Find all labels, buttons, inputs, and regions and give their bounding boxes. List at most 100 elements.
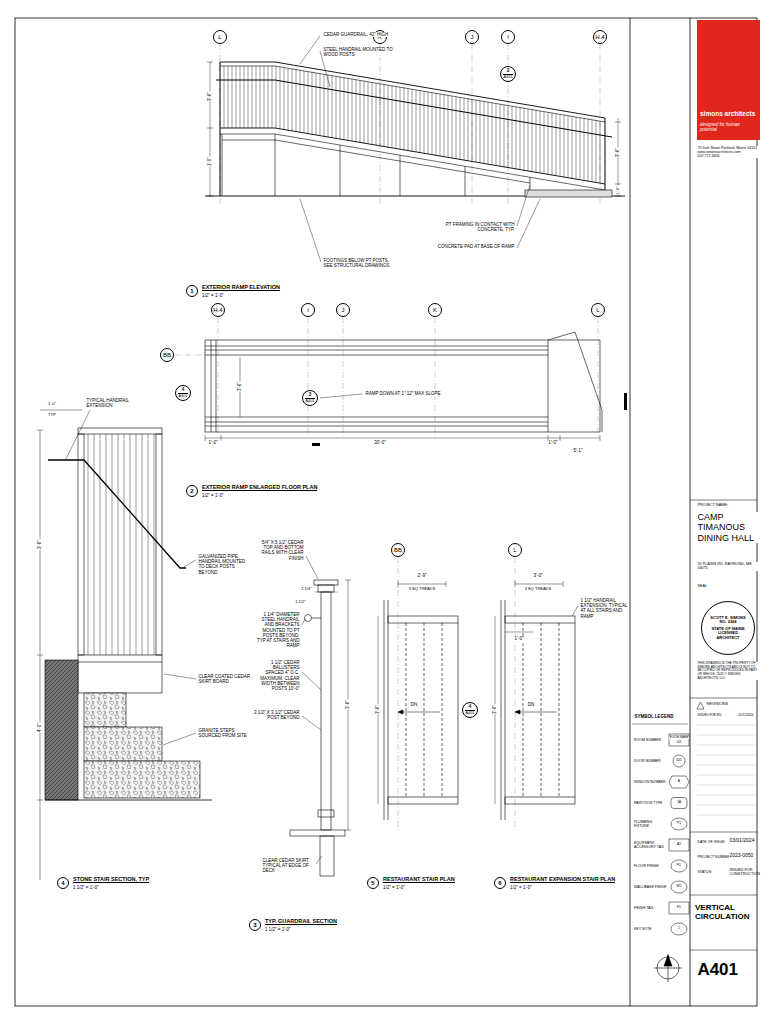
grid-bubble: J bbox=[465, 30, 479, 44]
detail-title-bubble: 3TYP. GUARDRAIL SECTION1 1/2" = 1'-0" bbox=[249, 919, 261, 931]
drawing-note: 1'-0" bbox=[548, 440, 558, 445]
sheet-frame bbox=[690, 18, 691, 1006]
revision-lines bbox=[697, 815, 755, 816]
restaurant-stair-plan bbox=[442, 623, 443, 797]
picket bbox=[244, 66, 245, 128]
picket bbox=[416, 90, 417, 152]
grid-bubble: L bbox=[508, 543, 522, 557]
title-block-text: STATUS: bbox=[697, 870, 712, 874]
drawing-note: 1'-0" bbox=[48, 402, 57, 407]
ramp-elevation bbox=[275, 134, 276, 196]
grid-lines bbox=[515, 557, 516, 830]
drawing-note: 3'-6" bbox=[237, 382, 242, 392]
revision-lines bbox=[697, 795, 755, 796]
picket bbox=[560, 114, 561, 176]
grid-lines bbox=[174, 355, 205, 356]
restaurant-expansion-stair-plan bbox=[505, 797, 575, 804]
ramp-elevation bbox=[205, 62, 625, 197]
picket bbox=[256, 66, 257, 128]
guardrail-section bbox=[345, 580, 351, 581]
legend-tag-text: F1 bbox=[677, 906, 682, 910]
seal-text: SCOTT E. SIMONS NO. 2264 bbox=[708, 616, 748, 625]
ramp-plan bbox=[211, 340, 212, 432]
restaurant-stair-plan bbox=[406, 623, 442, 797]
marker-sheet: A401 bbox=[305, 398, 316, 403]
picket bbox=[564, 115, 565, 177]
ramp-plan bbox=[548, 340, 549, 432]
ramp-elevation bbox=[220, 62, 221, 196]
title-block-text: A401 bbox=[697, 960, 738, 980]
marker-sheet: A401 bbox=[178, 393, 189, 398]
grid-lines bbox=[598, 317, 599, 436]
drawing-note: 1 1/4" DIAMETER STEEL HANDRAIL AND BRACK… bbox=[253, 612, 300, 648]
ramp-elevation bbox=[530, 177, 531, 190]
stone-stair-section bbox=[78, 434, 84, 655]
picket bbox=[420, 91, 421, 153]
revision-lines bbox=[697, 745, 755, 746]
picket bbox=[516, 107, 517, 169]
drawing-note: 3'-6" bbox=[37, 540, 42, 550]
marker-sheet: A401 bbox=[465, 710, 476, 715]
drawing-note: 2'-9" bbox=[417, 573, 427, 578]
ramp-plan bbox=[205, 355, 548, 356]
drawing-note: DN bbox=[527, 702, 534, 707]
restaurant-expansion-stair-plan bbox=[541, 623, 542, 797]
drawing-note: 3 1/2" X 3 1/2" CEDAR POST BEYOND bbox=[253, 710, 300, 720]
leader-lines bbox=[572, 606, 578, 616]
baluster bbox=[88, 434, 89, 655]
title-block-text: 01/12/2024 bbox=[738, 714, 754, 717]
leader-lines bbox=[517, 199, 540, 248]
stone-stair-section bbox=[45, 660, 78, 800]
drawing-note: TYPICAL HANDRAIL EXTENSION bbox=[86, 398, 137, 408]
detail-scale: 1/2" = 1'-0" bbox=[383, 886, 405, 891]
picket bbox=[584, 118, 585, 180]
guardrail-section bbox=[312, 618, 322, 619]
restaurant-expansion-stair-plan bbox=[515, 581, 516, 587]
drawing-note: 3'-6" bbox=[375, 705, 380, 715]
grid-label: J bbox=[342, 307, 345, 313]
ramp-elevation bbox=[207, 128, 213, 129]
sheet-frame bbox=[690, 832, 757, 833]
restaurant-expansion-stair-plan bbox=[501, 600, 502, 820]
sheet-frame bbox=[632, 724, 688, 725]
picket bbox=[332, 76, 333, 138]
leader-lines bbox=[300, 36, 320, 64]
revision-lines bbox=[697, 785, 755, 786]
picket bbox=[460, 97, 461, 159]
leader-lines bbox=[164, 674, 196, 679]
picket bbox=[448, 95, 449, 157]
grid-label: L bbox=[596, 307, 599, 313]
picket bbox=[580, 118, 581, 180]
picket bbox=[536, 110, 537, 172]
grid-bubble: H.4 bbox=[211, 303, 225, 317]
picket bbox=[336, 76, 337, 138]
ramp-elevation bbox=[605, 118, 606, 190]
ramp-plan bbox=[205, 435, 206, 441]
picket bbox=[504, 105, 505, 167]
sheet-frame bbox=[630, 18, 631, 1006]
ramp-plan bbox=[205, 422, 548, 423]
detail-title-bubble: 4STONE STAIR SECTION, TYP1 1/2" = 1'-0" bbox=[57, 877, 69, 889]
picket bbox=[364, 81, 365, 143]
baluster bbox=[142, 434, 143, 655]
legend-heading: SYMBOL LEGEND bbox=[634, 714, 674, 719]
drawing-note: 1'-0" bbox=[208, 440, 218, 445]
tag-hexagon bbox=[669, 776, 689, 788]
legend-tag-text: P1 bbox=[677, 822, 682, 826]
legend-text: FINISH TAG bbox=[634, 906, 667, 910]
drawing-note: FOOTINGS BELOW PT POSTS, SEE STRUCTURAL … bbox=[323, 258, 396, 268]
north-arrow bbox=[664, 955, 672, 966]
detail-number: 6 bbox=[498, 880, 501, 886]
legend-text: KEY NOTE bbox=[634, 927, 667, 931]
detail-title: EXTERIOR RAMP ENLARGED FLOOR PLAN bbox=[202, 484, 317, 491]
ramp-plan bbox=[205, 340, 600, 432]
baluster bbox=[118, 434, 119, 655]
stone-stair-section bbox=[37, 430, 43, 431]
title-block-text: 75 York Street Portland, Maine 04101 www… bbox=[697, 146, 758, 158]
detail-number: 5 bbox=[371, 880, 374, 886]
restaurant-stair-plan bbox=[458, 623, 459, 797]
drawing-note: 1 1/2" HANDRAIL EXTENSION, TYPICAL AT AL… bbox=[580, 598, 629, 619]
picket bbox=[304, 71, 305, 133]
picket bbox=[500, 104, 501, 166]
